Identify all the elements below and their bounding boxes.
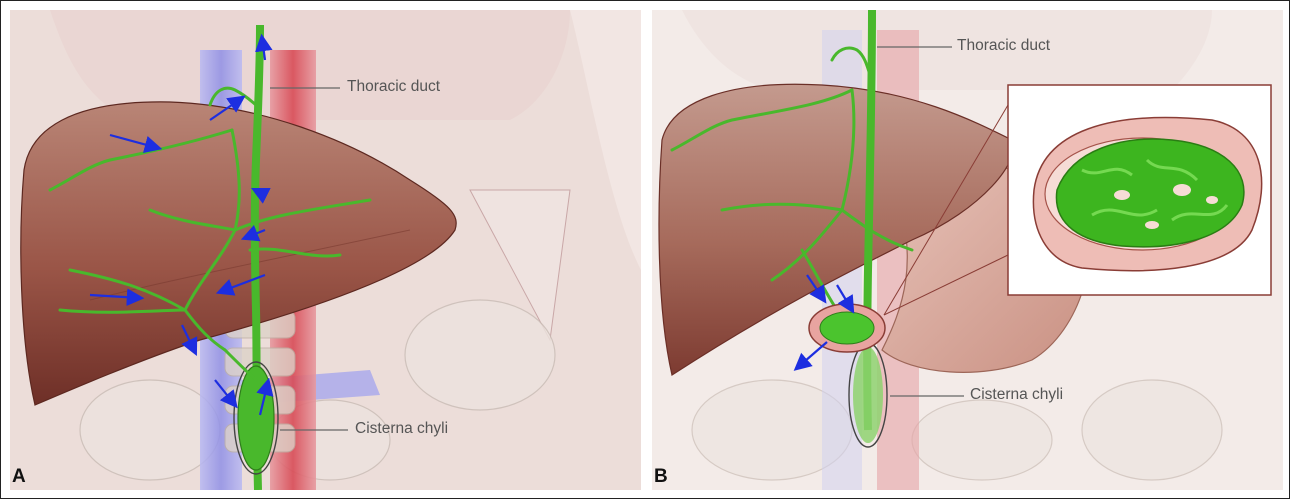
panel-b-illustration: Thoracic duct Cisterna chyli B	[652, 10, 1283, 490]
panel-a-illustration: Thoracic duct Cisterna chyli A	[10, 10, 641, 490]
panel-letter-a: A	[12, 466, 26, 488]
thoracic-duct-label: Thoracic duct	[957, 37, 1050, 55]
lymphatic-mass-small	[820, 312, 874, 344]
panel-a-anatomy-drawing	[10, 10, 641, 490]
cisterna-chyli-label: Cisterna chyli	[970, 386, 1063, 404]
cisterna-chyli	[238, 366, 274, 470]
cisterna-chyli-label: Cisterna chyli	[355, 420, 448, 438]
panel-b-anatomy-drawing	[652, 10, 1283, 490]
panel-letter-b: B	[654, 466, 668, 488]
thoracic-duct-label: Thoracic duct	[347, 78, 440, 96]
cisterna-chyli	[853, 347, 883, 443]
magnified-duodenum	[1033, 118, 1261, 271]
